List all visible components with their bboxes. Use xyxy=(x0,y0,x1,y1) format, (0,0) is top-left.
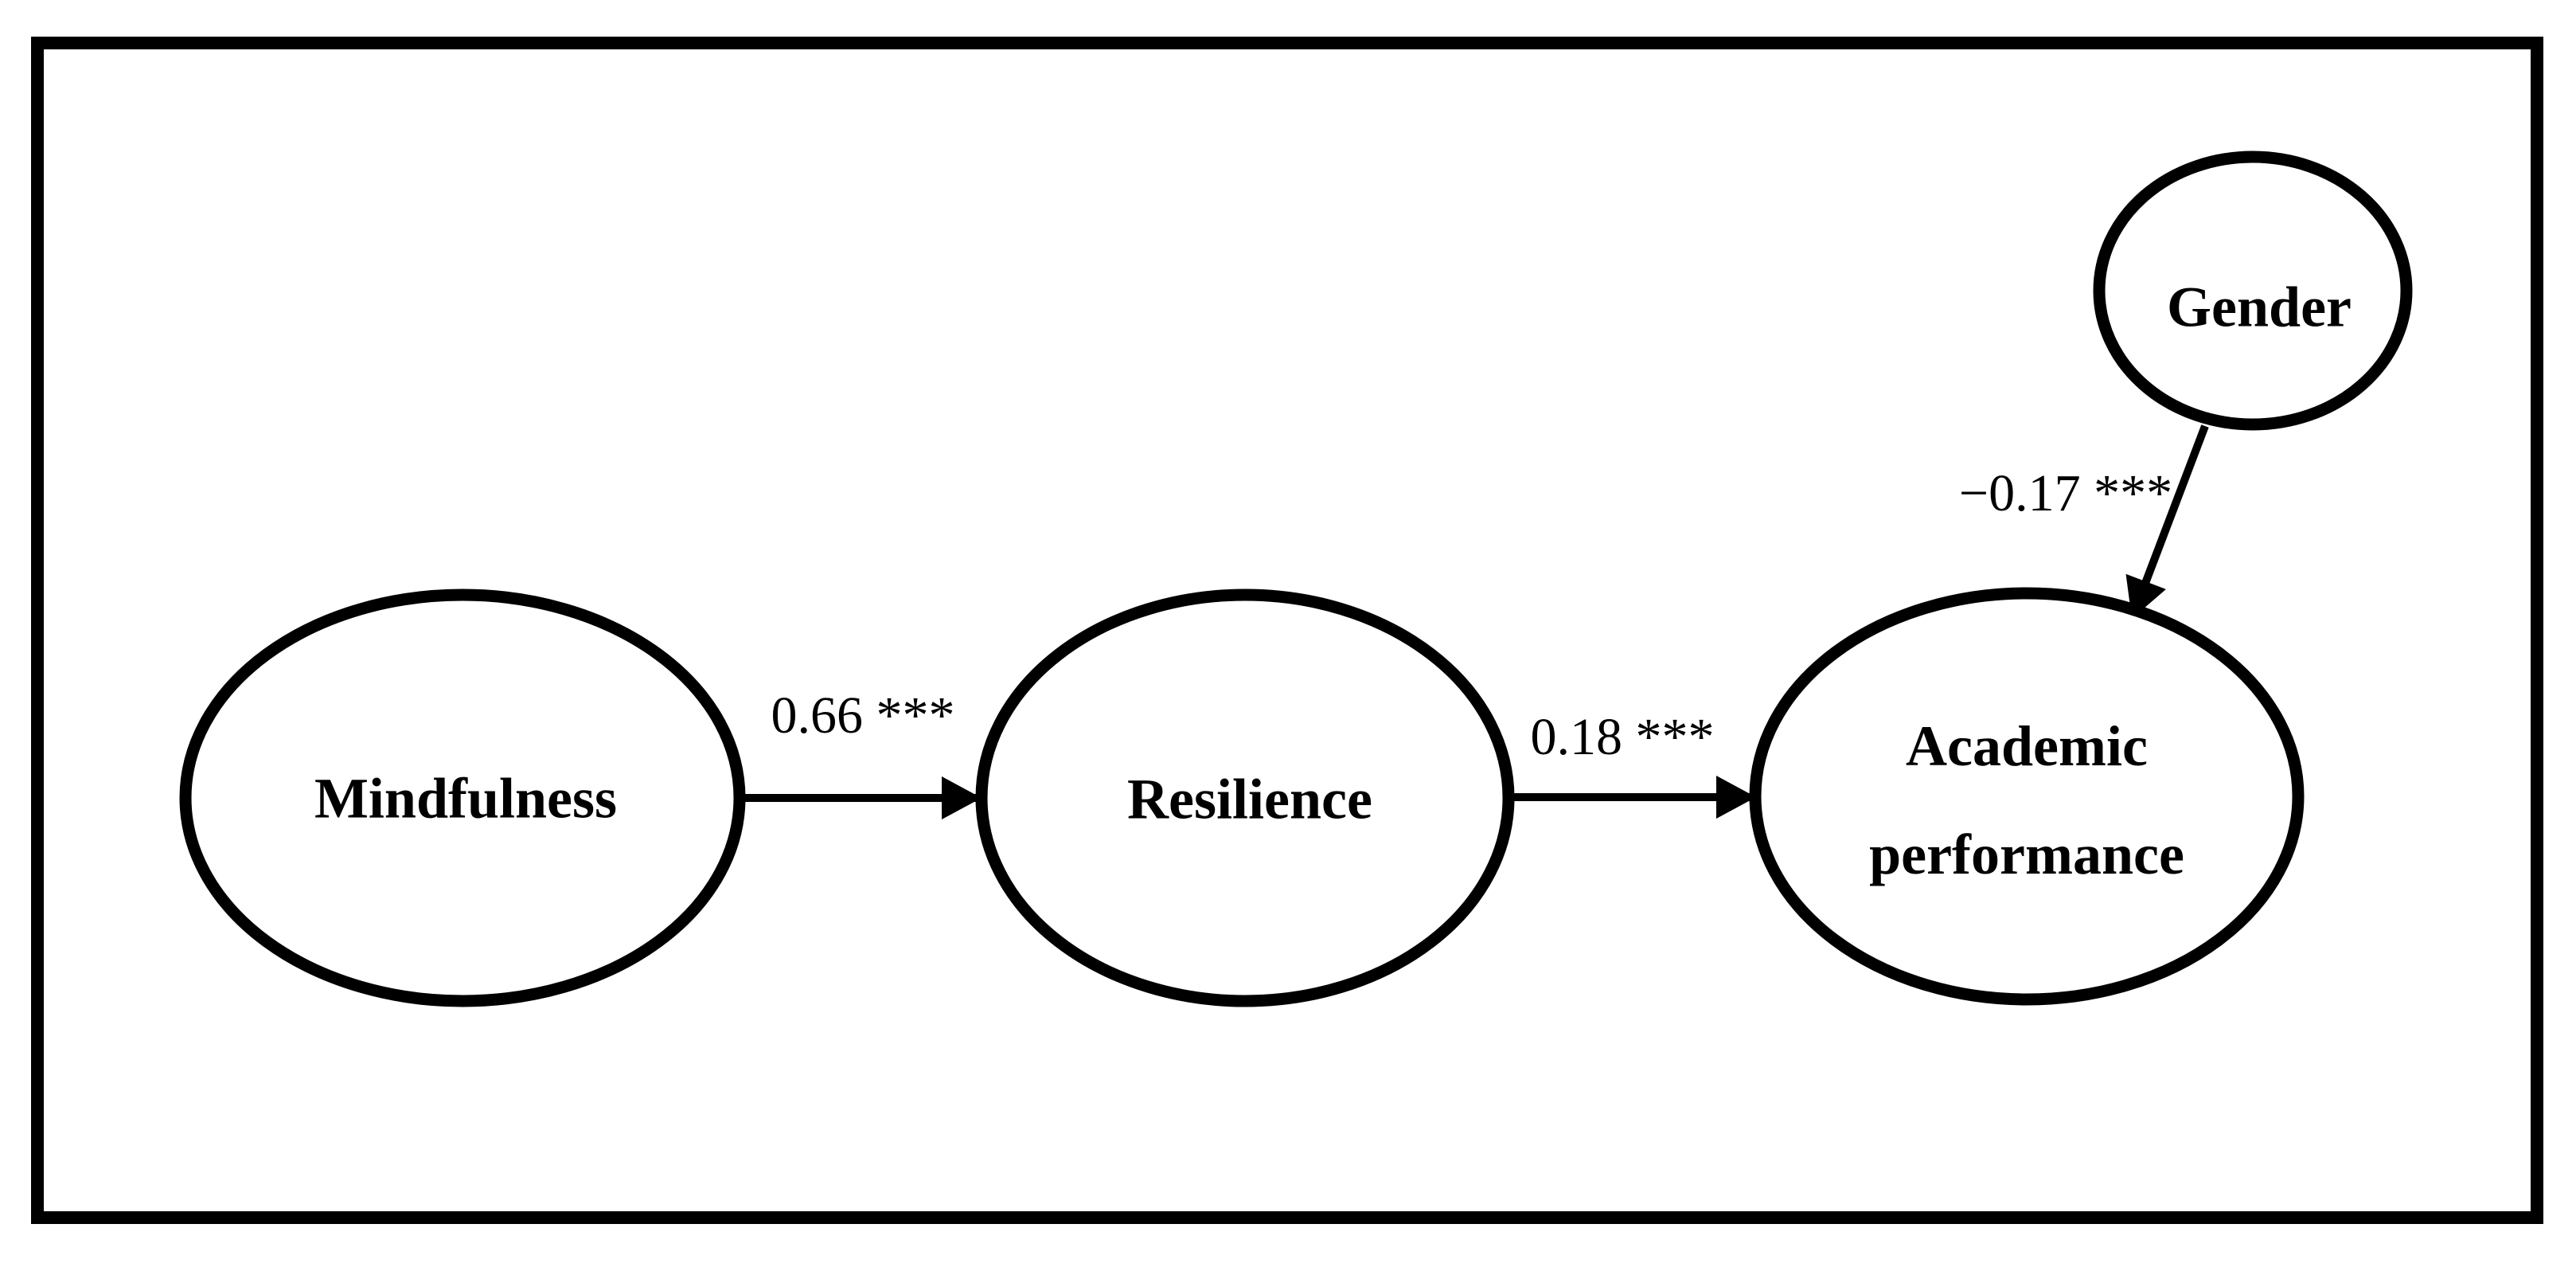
mindfulness-node-label: Mindfulness xyxy=(314,766,618,831)
gender-node-label: Gender xyxy=(2167,275,2352,339)
coefficient-label-mindfulness-resilience: 0.66 *** xyxy=(771,686,955,745)
academic-performance-node-ellipse xyxy=(1749,587,2305,1006)
mindfulness-node-ellipse xyxy=(179,589,746,1007)
resilience-node-label: Resilience xyxy=(1127,767,1372,831)
gender-node-ellipse xyxy=(2093,151,2413,431)
coefficient-label-resilience-academic: 0.18 *** xyxy=(1530,708,1715,766)
academic-performance-node-label: Academic performance xyxy=(1869,692,2184,909)
academic-performance-label-line2: performance xyxy=(1869,823,2184,886)
academic-performance-label-line1: Academic xyxy=(1906,714,2148,778)
coefficient-label-gender-academic: −0.17 *** xyxy=(1958,464,2173,522)
resilience-node-ellipse xyxy=(975,589,1515,1007)
figure-border xyxy=(31,37,2543,1224)
path-arrow-gender-to-academic-performance xyxy=(2125,424,2209,620)
